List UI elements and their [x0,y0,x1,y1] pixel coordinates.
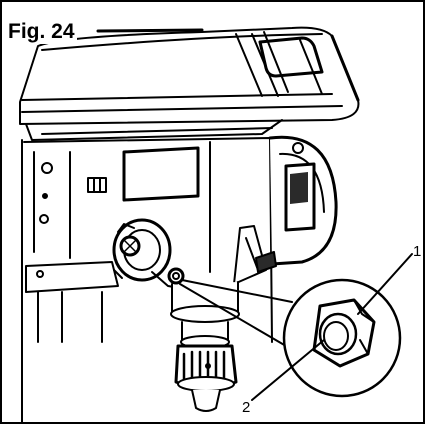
head-screw-bottom [39,214,49,224]
head-casting [21,137,273,422]
cover-window [258,36,324,78]
spindle-lock-nut [167,267,185,285]
belt-cover [19,26,360,125]
head-screw-top [41,162,53,174]
spindle-quill [170,281,240,349]
head-screw-dot [42,193,48,199]
callout-number-2: 2 [242,399,251,416]
detail-magnifier [282,278,402,398]
magnify-leader-lower [179,283,287,347]
label-leader-line [96,28,204,33]
callout-1-leader [357,253,413,315]
motor-housing [268,135,338,266]
magnify-leader-upper [181,279,293,303]
column-clamp [25,261,119,343]
drill-chuck [174,344,238,412]
depth-stop [233,225,277,285]
callout-number-1: 1 [413,243,422,260]
figure-label: Fig. 24 [8,20,77,44]
head-port-window [122,146,200,202]
nut-bore [318,312,358,356]
callout-2-leader [251,339,325,401]
